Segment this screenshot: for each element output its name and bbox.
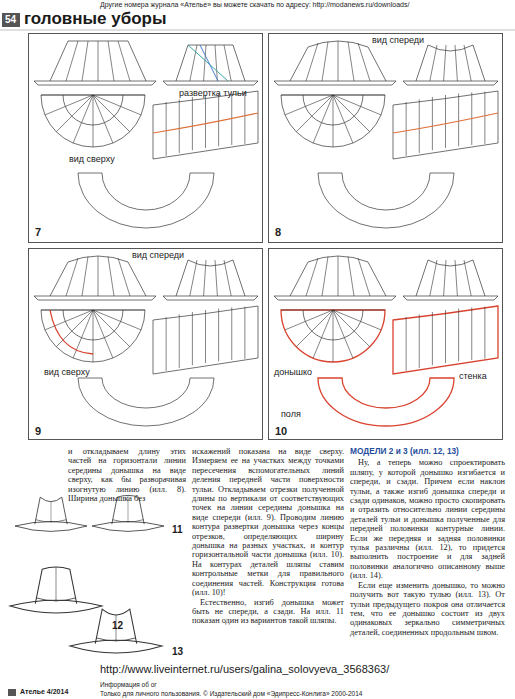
text-column: и откладываем длину этих частей на гориз… xyxy=(68,447,186,503)
text-column: искажений показана на виде сверху. Измер… xyxy=(192,447,344,626)
header-note: Другие номера журнала «Ателье» вы можете… xyxy=(100,1,409,8)
view-label: стенка xyxy=(459,371,487,381)
figure-panel: вид спереди вид сверху 9 xyxy=(28,248,263,440)
figure-panel: вид спереди 8 xyxy=(268,33,503,243)
pattern-drawing xyxy=(274,41,498,228)
view-label: донышко xyxy=(274,367,312,377)
figure-number: 11 xyxy=(172,524,183,535)
figure-number: 9 xyxy=(35,425,41,437)
view-label: вид спереди xyxy=(132,250,184,260)
view-label: вид сверху xyxy=(69,154,115,164)
watermark-url: http://www.liveinternet.ru/users/galina_… xyxy=(100,663,389,675)
text-column: МОДЕЛИ 2 и 3 (илл. 12, 13) Ну, а теперь м… xyxy=(350,447,505,637)
footer-issue: Ателье 4/2014 xyxy=(20,688,68,695)
pattern-drawing xyxy=(274,256,498,426)
body-text: Ну, а теперь можно спроектировать шляпу,… xyxy=(350,458,505,580)
figure-number: 13 xyxy=(172,646,183,657)
figure-number: 7 xyxy=(35,226,41,238)
view-label: вид спереди xyxy=(372,35,424,45)
footer-copyright: Только для личного пользования. © Издате… xyxy=(100,690,362,697)
pattern-drawing xyxy=(34,256,258,426)
figure-number: 10 xyxy=(275,425,287,437)
body-text: искажений показана на виде сверху. Измер… xyxy=(192,447,344,598)
pattern-drawing xyxy=(34,41,258,228)
section-title: головные уборы xyxy=(24,9,166,29)
page-number: 54 xyxy=(5,14,16,25)
header-rule xyxy=(0,30,515,31)
body-text: Естественно, изгиб донышка может быть не… xyxy=(192,598,344,626)
body-text: Если еще изменить донышко, то можно полу… xyxy=(350,581,505,637)
hat-sketch xyxy=(70,609,162,653)
view-label: вид сверху xyxy=(44,367,90,377)
view-label: развертка тульи xyxy=(179,88,247,98)
footer-mark xyxy=(8,689,16,696)
body-text: и откладываем длину этих частей на гориз… xyxy=(68,447,186,503)
figure-panel: вид сверху развертка тульи 7 xyxy=(28,33,263,243)
page-number-box xyxy=(2,13,20,27)
footer-note: Информация об ог xyxy=(100,681,157,688)
figure-number: 12 xyxy=(112,620,123,631)
hat-sketch xyxy=(10,567,102,613)
section-heading: МОДЕЛИ 2 и 3 (илл. 12, 13) xyxy=(350,447,505,456)
figure-panel: донышко стенка поля 10 xyxy=(268,248,503,440)
figure-number: 8 xyxy=(275,226,281,238)
view-label: поля xyxy=(281,409,301,419)
